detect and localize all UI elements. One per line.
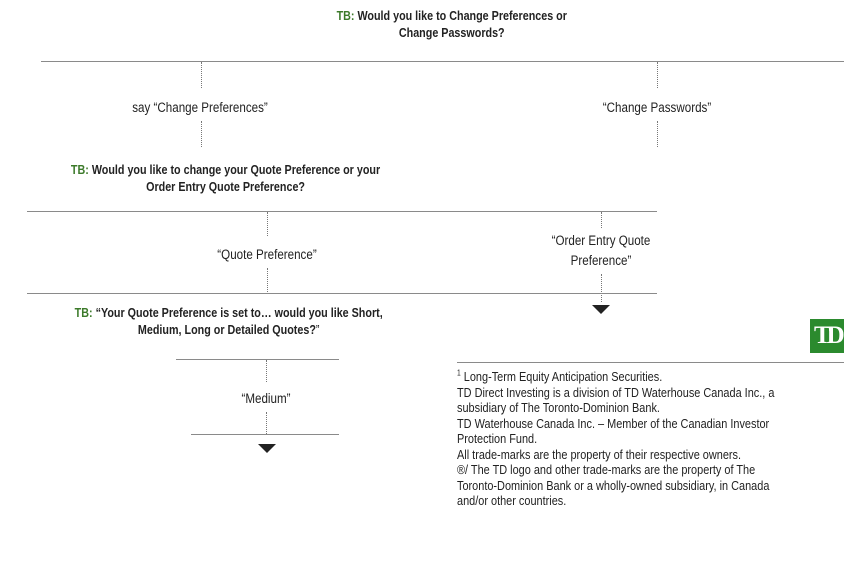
connector-1-right-bottom xyxy=(657,121,658,147)
question-3: TB: “Your Quote Preference is set to… wo… xyxy=(18,305,439,339)
disclaimer-line: All trade-marks are the property of thei… xyxy=(457,446,742,462)
option-change-preferences: say “Change Preferences” xyxy=(132,100,268,115)
question-1-line-1: Would you like to Change Preferences or xyxy=(354,9,567,23)
connector-2-left-top xyxy=(267,212,268,236)
connector-2-left-bottom xyxy=(267,268,268,292)
question-1-line-2: Change Passwords? xyxy=(398,26,505,40)
disclaimer: 1 Long-Term Equity Anticipation Securiti… xyxy=(457,369,774,509)
disclaimer-divider xyxy=(457,362,844,363)
connector-2-right-bottom xyxy=(601,274,602,302)
disclaimer-line: Toronto-Dominion Bank or a wholly-owned … xyxy=(457,477,770,493)
connector-2-right-top xyxy=(601,212,602,228)
option-order-entry-line-1: “Order Entry Quote xyxy=(551,233,651,248)
down-arrow-icon xyxy=(592,305,610,314)
option-order-entry-quote-preference: “Order Entry Quote Preference” xyxy=(515,231,687,271)
question-1: TB: Would you like to Change Preferences… xyxy=(312,8,592,42)
footnote: 1 Long-Term Equity Anticipation Securiti… xyxy=(457,369,774,385)
disclaimer-line: and/or other countries. xyxy=(457,493,567,508)
divider-1 xyxy=(41,61,844,62)
tb-prefix: TB: xyxy=(336,9,355,23)
disclaimer-line: Protection Fund. xyxy=(457,431,538,446)
footnote-text: Long-Term Equity Anticipation Securities… xyxy=(460,369,663,384)
disclaimer-line: TD Direct Investing is a division of TD … xyxy=(457,384,775,400)
option-change-passwords: “Change Passwords” xyxy=(602,100,712,115)
divider-3 xyxy=(176,359,339,360)
connector-1-right-top xyxy=(657,62,658,88)
option-order-entry-line-2: Preference” xyxy=(570,253,632,268)
disclaimer-line: subsidiary of The Toronto-Dominion Bank. xyxy=(457,400,660,415)
down-arrow-icon xyxy=(258,444,276,453)
question-3-line-1: “Your Quote Preference is set to… would … xyxy=(92,306,383,320)
tb-prefix: TB: xyxy=(70,163,89,177)
divider-2-bottom xyxy=(27,293,657,294)
disclaimer-line: TD Waterhouse Canada Inc. – Member of th… xyxy=(457,415,770,431)
option-quote-preference: “Quote Preference” xyxy=(217,247,317,262)
divider-3-bottom xyxy=(191,434,339,435)
question-2-line-2: Order Entry Quote Preference? xyxy=(146,180,305,194)
footnote-mark: 1 xyxy=(457,368,461,378)
option-medium: “Medium” xyxy=(241,391,291,406)
tb-prefix: TB: xyxy=(74,306,93,320)
connector-1-left-bottom xyxy=(201,121,202,147)
question-2-line-1: Would you like to change your Quote Pref… xyxy=(88,163,381,177)
connector-3-bottom xyxy=(266,412,267,434)
question-3-line-2: Medium, Long or Detailed Quotes? xyxy=(137,323,316,337)
question-3-line-2-end: ” xyxy=(315,323,320,337)
question-2: TB: Would you like to change your Quote … xyxy=(20,162,431,196)
connector-1-left-top xyxy=(201,62,202,88)
divider-2 xyxy=(27,211,657,212)
disclaimer-line: ®/ The TD logo and other trade-marks are… xyxy=(457,462,756,477)
td-logo: TD xyxy=(810,319,844,353)
connector-3-top xyxy=(266,360,267,382)
